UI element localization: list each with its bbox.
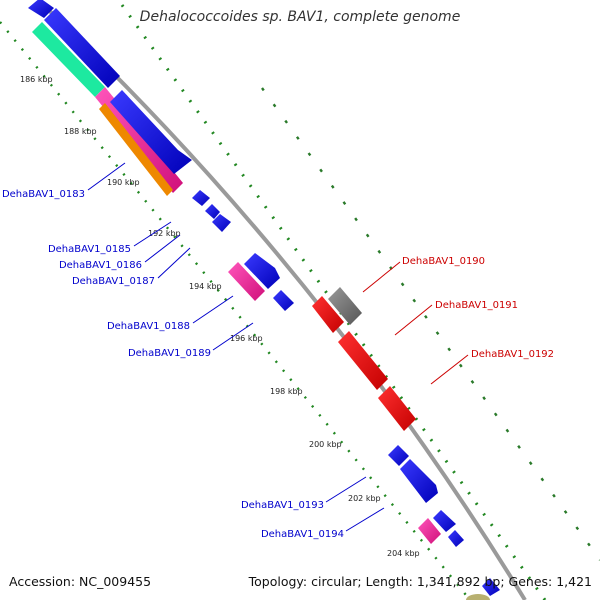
leader-line <box>87 162 126 191</box>
gene-label[interactable]: DehaBAV1_0186 <box>59 260 142 271</box>
feature-pink <box>95 87 183 193</box>
gc-content-track-inner <box>0 21 471 600</box>
tick-label: 194 kbp <box>189 282 222 291</box>
feature-track <box>32 22 441 544</box>
scale-ticks: 186 kbp 188 kbp 190 kbp 192 kbp 194 kbp … <box>20 75 420 558</box>
tick-label: 202 kbp <box>348 494 381 503</box>
forward-gene-labels: DehaBAV1_0183 DehaBAV1_0185 DehaBAV1_018… <box>2 189 344 540</box>
label-leaders <box>87 162 469 532</box>
gene-forward <box>448 530 464 547</box>
gene-forward <box>388 445 409 466</box>
gene-reverse <box>378 386 416 431</box>
leader-line <box>430 354 469 385</box>
gene-forward <box>212 214 231 232</box>
gene-forward <box>482 578 500 596</box>
gene-label[interactable]: DehaBAV1_0194 <box>261 529 344 540</box>
gene-label[interactable]: DehaBAV1_0189 <box>128 348 211 359</box>
leader-line <box>345 507 385 532</box>
leader-line <box>362 261 401 293</box>
gene-label[interactable]: DehaBAV1_0187 <box>72 276 155 287</box>
gene-forward <box>44 8 120 88</box>
gene-forward <box>192 190 210 206</box>
gene-label[interactable]: DehaBAV1_0183 <box>2 189 85 200</box>
leader-line <box>212 322 254 351</box>
feature-orange <box>99 103 173 196</box>
gene-forward <box>273 290 294 311</box>
gene-forward <box>110 90 192 174</box>
forward-genes <box>28 0 500 596</box>
reverse-gene-labels: DehaBAV1_0190 DehaBAV1_0191 DehaBAV1_019… <box>402 256 554 360</box>
tick-label: 188 kbp <box>64 127 97 136</box>
gene-label[interactable]: DehaBAV1_0188 <box>107 321 190 332</box>
gene-label[interactable]: DehaBAV1_0185 <box>48 244 131 255</box>
gene-label[interactable]: DehaBAV1_0193 <box>241 500 324 511</box>
gene-forward <box>28 0 54 18</box>
gene-forward <box>433 510 456 532</box>
gene-reverse <box>338 331 388 390</box>
leader-line <box>394 304 433 336</box>
gene-reverse <box>312 296 344 333</box>
leader-line <box>157 247 191 279</box>
gene-forward <box>400 459 438 503</box>
feature-teal <box>32 22 105 97</box>
reverse-genes <box>312 287 416 431</box>
accession-text: Accession: NC_009455 <box>9 574 152 589</box>
tick-label: 204 kbp <box>387 549 420 558</box>
tick-label: 190 kbp <box>107 178 140 187</box>
tick-label: 196 kbp <box>230 334 263 343</box>
leader-line <box>133 221 172 247</box>
gene-label[interactable]: DehaBAV1_0191 <box>435 300 518 311</box>
leader-line <box>325 476 367 503</box>
leader-line <box>192 295 234 324</box>
leader-line <box>144 234 181 263</box>
tick-label: 198 kbp <box>270 387 303 396</box>
genome-summary-text: Topology: circular; Length: 1,341,892 bp… <box>248 574 592 589</box>
gene-label[interactable]: DehaBAV1_0192 <box>471 349 554 360</box>
feature-rna-pink-lower <box>418 518 441 544</box>
gene-reverse-gray <box>328 287 362 325</box>
tick-label: 200 kbp <box>309 440 342 449</box>
feature-olive <box>466 594 490 600</box>
gene-label[interactable]: DehaBAV1_0190 <box>402 256 485 267</box>
map-title: Dehalococcoides sp. BAV1, complete genom… <box>139 9 461 25</box>
tick-label: 192 kbp <box>148 229 181 238</box>
gene-forward <box>205 204 220 219</box>
gene-forward <box>244 253 280 289</box>
tick-label: 186 kbp <box>20 75 53 84</box>
feature-small-pink <box>228 262 265 301</box>
